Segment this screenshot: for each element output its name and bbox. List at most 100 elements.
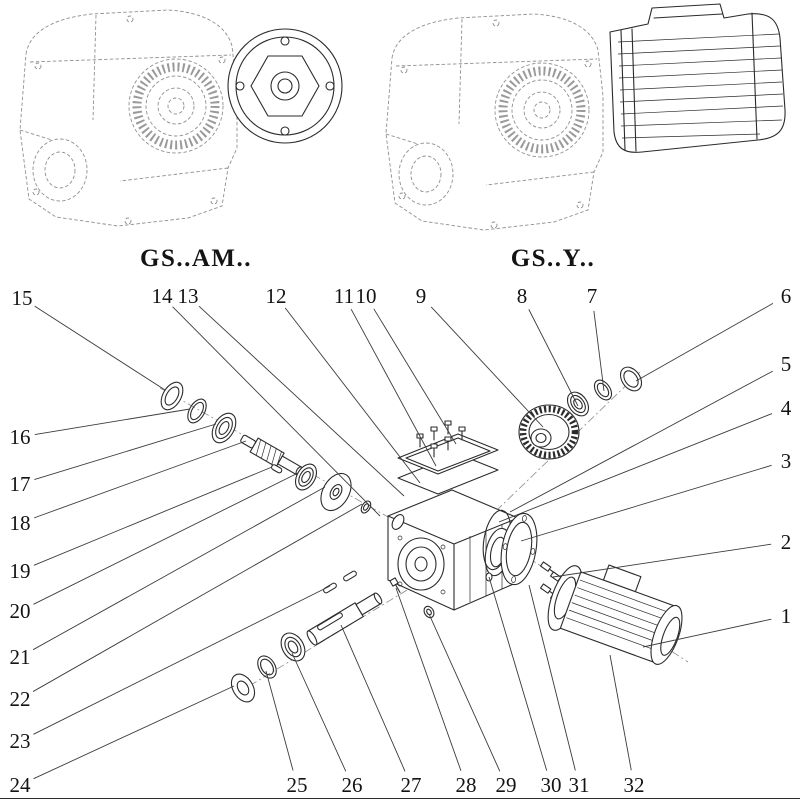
- model-label-gsy: GS..Y..: [511, 245, 596, 272]
- callout-11: 11: [334, 284, 354, 308]
- key-19: [271, 464, 283, 474]
- callout-12: 12: [266, 284, 287, 308]
- callout-3: 3: [781, 449, 792, 473]
- worm-shaft-18: [240, 434, 303, 476]
- leader-line-11: [350, 308, 437, 467]
- oil-seal-15: [160, 381, 184, 411]
- callout-18: 18: [10, 511, 31, 535]
- leader-line-26: [291, 652, 347, 772]
- callout-21: 21: [10, 645, 31, 669]
- leader-line-32: [609, 654, 632, 771]
- leader-line-29: [428, 613, 501, 772]
- gear-wheel-9: [518, 404, 580, 460]
- oil-seal-6: [619, 366, 643, 392]
- callout-6: 6: [781, 284, 792, 308]
- leader-line-24: [33, 685, 235, 780]
- worm-bore-13: [391, 514, 405, 530]
- bearing-8: [566, 391, 590, 417]
- leader-line-3: [520, 464, 772, 542]
- leader-line-9: [430, 306, 544, 428]
- leader-line-25: [265, 670, 294, 771]
- callout-16: 16: [10, 425, 31, 449]
- bearing-26: [280, 632, 306, 662]
- callout-27: 27: [401, 773, 422, 797]
- motor-exploded-1-32: [547, 564, 683, 665]
- output-shaft-parts: [230, 570, 435, 703]
- pin-23b: [343, 570, 357, 582]
- leader-line-27: [340, 624, 406, 772]
- leader-line-12: [284, 307, 421, 484]
- leader-line-2: [552, 543, 772, 578]
- circlip-25: [257, 655, 277, 679]
- cover-assembly: [397, 420, 499, 495]
- circlip-16: [187, 398, 207, 424]
- callout-23: 23: [10, 729, 31, 753]
- gearbox-ghost-left: [20, 10, 237, 226]
- callout-29: 29: [496, 773, 517, 797]
- leader-line-21: [32, 486, 326, 651]
- pin-23a: [323, 582, 337, 594]
- callout-20: 20: [10, 599, 31, 623]
- leader-line-7: [593, 310, 605, 392]
- washer-29: [423, 605, 435, 619]
- worm-wheel-21: [320, 472, 352, 512]
- callout-10: 10: [356, 284, 377, 308]
- leader-line-18: [33, 440, 247, 519]
- gearbox-ghost-right: [386, 14, 603, 230]
- callout-13: 13: [178, 284, 199, 308]
- washer-24: [230, 673, 256, 703]
- callout-1: 1: [781, 604, 792, 628]
- leader-line-8: [528, 309, 579, 407]
- leader-line-16: [34, 408, 191, 436]
- leader-line-14: [172, 306, 381, 517]
- callout-2: 2: [781, 530, 792, 554]
- callout-7: 7: [587, 284, 598, 308]
- callout-32: 32: [624, 773, 645, 797]
- housing: [387, 489, 519, 611]
- leader-line-10: [373, 308, 457, 445]
- leader-line-4: [498, 413, 773, 523]
- callout-31: 31: [569, 773, 590, 797]
- motor-side-parts: [482, 509, 683, 665]
- motor-drawing: [609, 3, 786, 153]
- callout-9: 9: [416, 284, 427, 308]
- callout-26: 26: [342, 773, 363, 797]
- leader-line-22: [32, 503, 363, 692]
- callout-5: 5: [781, 352, 792, 376]
- output-flange-drawing: [227, 28, 343, 144]
- motor-flange-ring-3: [500, 512, 538, 586]
- leader-line-6: [635, 303, 774, 382]
- leader-line-5: [509, 370, 773, 513]
- leader-line-1: [642, 618, 772, 648]
- leader-line-23: [33, 585, 331, 735]
- callout-14: 14: [152, 284, 174, 308]
- input-shaft-parts: [160, 381, 372, 514]
- leader-line-31: [528, 584, 576, 771]
- callout-22: 22: [10, 687, 31, 711]
- bolt-28: [389, 577, 401, 593]
- leader-line-30: [488, 576, 548, 771]
- callout-8: 8: [517, 284, 528, 308]
- output-shaft-27: [306, 592, 383, 646]
- leader-line-17: [34, 423, 217, 481]
- output-gear-parts: [518, 366, 643, 460]
- leader-line-19: [33, 466, 273, 566]
- leader-line-13: [198, 305, 405, 497]
- leader-line-15: [34, 305, 166, 391]
- callout-19: 19: [10, 559, 31, 583]
- leader-line-20: [33, 472, 299, 605]
- callout-30: 30: [541, 773, 562, 797]
- callout-28: 28: [456, 773, 477, 797]
- circlip-7: [593, 379, 613, 401]
- callout-17: 17: [10, 472, 31, 496]
- callout-15: 15: [12, 286, 33, 310]
- model-label-gsam: GS..AM..: [140, 245, 252, 272]
- callout-25: 25: [287, 773, 308, 797]
- bearing-20: [294, 463, 318, 491]
- bearing-17: [211, 412, 237, 444]
- callout-4: 4: [781, 396, 792, 420]
- leader-line-28: [395, 587, 462, 772]
